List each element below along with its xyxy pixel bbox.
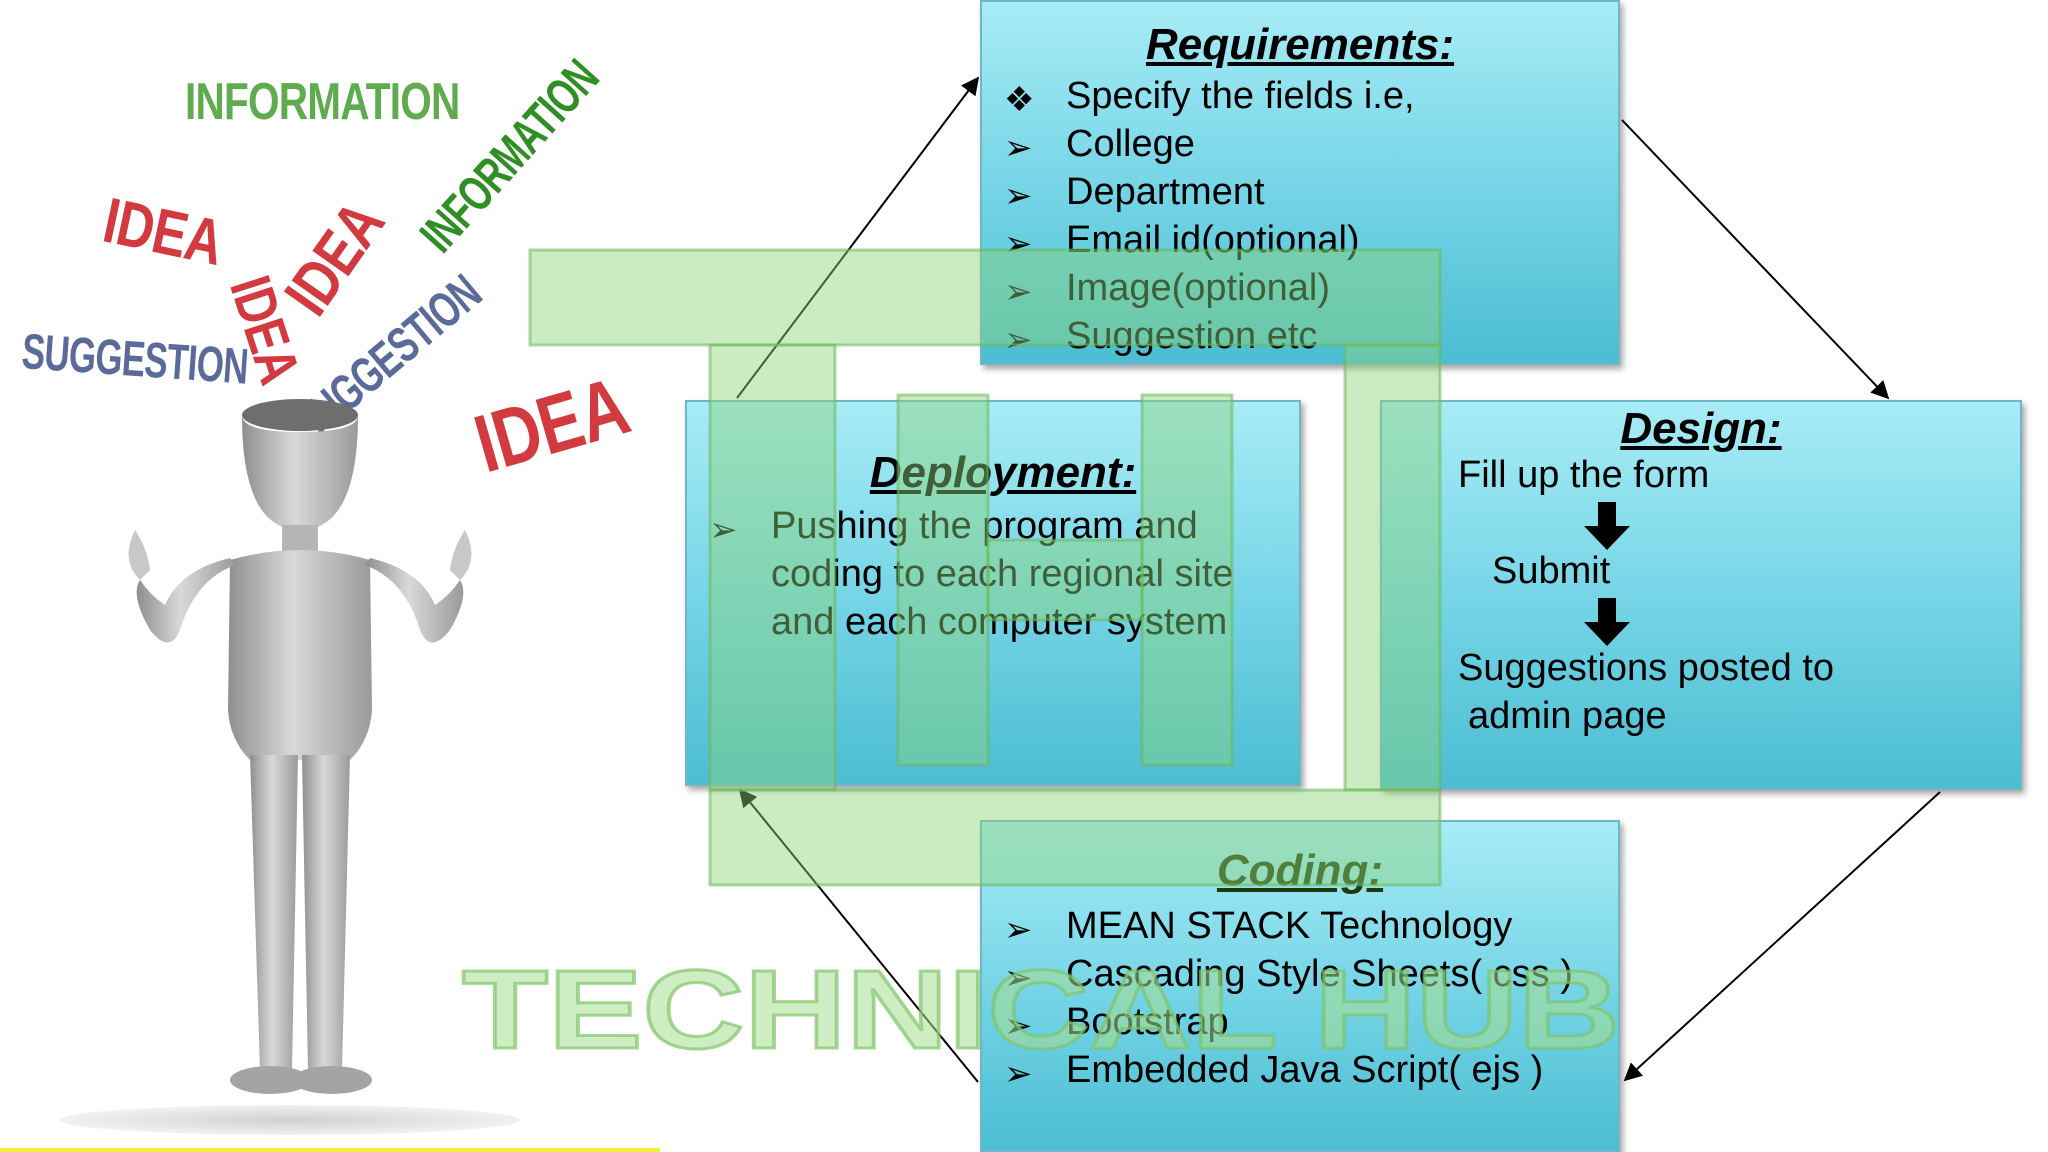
arrow-deployment-to-requirements bbox=[736, 76, 980, 399]
requirements-item: Suggestion etc bbox=[1066, 315, 1318, 357]
design-box: Design: Fill up the form Submit Suggesti… bbox=[1380, 400, 2022, 790]
coding-item: MEAN STACK Technology bbox=[1066, 905, 1513, 947]
down-arrow-icon bbox=[1584, 502, 1630, 550]
arrow-bullet-icon: ➢ bbox=[1004, 1007, 1033, 1045]
arrow-bullet-icon: ➢ bbox=[1004, 321, 1033, 359]
arrow-coding-to-deployment bbox=[738, 788, 979, 1083]
bottom-rule bbox=[0, 1148, 660, 1152]
word-information: INFORMATION bbox=[185, 73, 460, 131]
arrow-bullet-icon: ➢ bbox=[1004, 1055, 1033, 1093]
deployment-box: Deployment: ➢ Pushing the program and co… bbox=[685, 400, 1301, 786]
diamond-bullet-icon: ❖ bbox=[1004, 81, 1035, 119]
coding-item: Bootstrap bbox=[1066, 1001, 1229, 1043]
arrow-bullet-icon: ➢ bbox=[709, 511, 738, 549]
arrow-bullet-icon: ➢ bbox=[1004, 911, 1033, 949]
design-step: Submit bbox=[1492, 550, 1611, 592]
person-figure bbox=[128, 399, 472, 1094]
arrow-bullet-icon: ➢ bbox=[1004, 177, 1033, 215]
arrow-bullet-icon: ➢ bbox=[1004, 959, 1033, 997]
requirements-item: Image(optional) bbox=[1066, 267, 1331, 309]
coding-box: Coding: ➢ MEAN STACK Technology ➢ Cascad… bbox=[980, 820, 1620, 1152]
design-step: Suggestions posted to bbox=[1458, 647, 1835, 689]
deployment-line: Pushing the program and bbox=[771, 505, 1198, 547]
down-arrow-icon bbox=[1584, 598, 1630, 646]
arrow-requirements-to-design bbox=[1621, 119, 1890, 400]
deployment-title: Deployment: bbox=[869, 448, 1137, 497]
requirements-item: Specify the fields i.e, bbox=[1066, 75, 1415, 117]
arrow-design-to-coding bbox=[1623, 791, 1941, 1082]
arrow-bullet-icon: ➢ bbox=[1004, 273, 1033, 311]
arrow-bullet-icon: ➢ bbox=[1004, 129, 1033, 167]
coding-item: Cascading Style Sheets( css ) bbox=[1066, 953, 1573, 995]
requirements-item: College bbox=[1066, 123, 1195, 165]
requirements-title: Requirements: bbox=[1145, 20, 1455, 69]
coding-title: Coding: bbox=[1216, 846, 1384, 895]
coding-item: Embedded Java Script( ejs ) bbox=[1066, 1049, 1544, 1091]
requirements-item: Department bbox=[1066, 171, 1265, 213]
idea-illustration: INFORMATION IDEA IDEA IDEA INFORMATION S… bbox=[0, 0, 680, 1152]
design-step: Fill up the form bbox=[1458, 454, 1710, 496]
deployment-line: and each computer system bbox=[771, 601, 1228, 643]
requirements-box: Requirements: ❖ Specify the fields i.e, … bbox=[980, 0, 1620, 365]
requirements-item: Email id(optional) bbox=[1066, 219, 1360, 261]
figure-shadow bbox=[60, 1105, 520, 1135]
design-step: admin page bbox=[1468, 695, 1667, 737]
design-title: Design: bbox=[1620, 404, 1782, 453]
deployment-line: coding to each regional site bbox=[771, 553, 1234, 595]
arrow-bullet-icon: ➢ bbox=[1004, 225, 1033, 263]
